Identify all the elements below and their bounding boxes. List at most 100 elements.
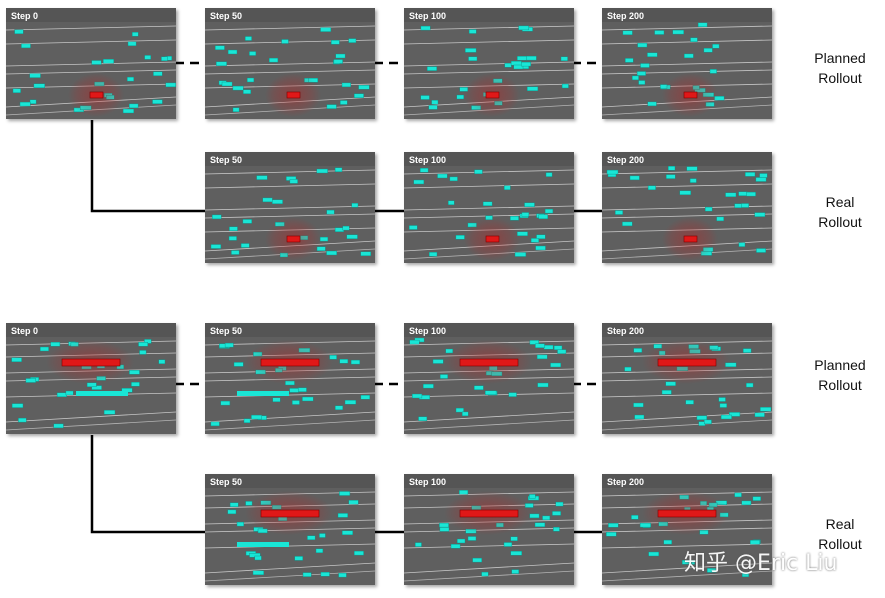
label-real-rollout-2: Real Rollout [800, 514, 880, 554]
cyan-car-icon [536, 354, 548, 360]
red-car-icon [683, 235, 698, 243]
cyan-car-icon [233, 362, 244, 367]
cyan-car-icon [514, 252, 527, 257]
cyan-car-icon [153, 71, 163, 76]
panel-header [205, 8, 375, 22]
panel-step-label: Step 100 [409, 477, 446, 487]
cyan-car-icon [268, 57, 279, 63]
cyan-car-icon [420, 168, 429, 173]
label-line: Rollout [818, 536, 862, 552]
cyan-car-icon [272, 199, 283, 204]
lane-line [403, 61, 575, 67]
cyan-car-icon [360, 394, 370, 400]
cyan-car-icon [319, 533, 326, 538]
lane-line [403, 69, 575, 75]
cyan-car-icon [139, 350, 147, 355]
cyan-car-icon [640, 63, 650, 68]
cyan-car-icon [262, 197, 273, 203]
cyan-car-icon [521, 61, 532, 67]
cyan-car-icon [65, 390, 74, 396]
cyan-car-icon [427, 66, 437, 71]
label-line: Real [825, 516, 855, 532]
cyan-car-icon [665, 174, 676, 179]
cyan-car-icon [339, 491, 351, 496]
cyan-car-icon [455, 235, 465, 240]
panel-step-label: Step 50 [210, 477, 242, 487]
cyan-car-icon [465, 48, 477, 53]
cyan-car-icon [760, 407, 772, 412]
cyan-car-icon [439, 527, 450, 532]
cyan-car-icon [474, 169, 483, 174]
cyan-car-icon [232, 85, 244, 91]
cyan-car-icon [11, 403, 24, 408]
lane-line [5, 69, 177, 75]
cyan-car-icon [236, 521, 245, 527]
cyan-car-icon [131, 382, 140, 387]
cyan-car-icon [91, 385, 102, 390]
cyan-car-icon [462, 411, 469, 417]
lane-line [204, 205, 376, 211]
cyan-car-icon [742, 348, 752, 353]
lane-line [601, 169, 773, 175]
lane-line [204, 213, 376, 219]
panel-header [205, 474, 375, 488]
long-cyan-vehicle [237, 542, 289, 547]
cyan-car-icon [684, 53, 694, 59]
cyan-car-icon [467, 536, 477, 541]
road-edge [5, 419, 177, 431]
lane-line [204, 183, 376, 189]
cyan-car-icon [243, 418, 251, 423]
cyan-car-icon [243, 89, 251, 94]
cyan-car-icon [40, 346, 49, 352]
cyan-car-icon [229, 226, 238, 232]
cyan-car-icon [667, 165, 676, 171]
panel-step-label: Step 50 [210, 326, 242, 336]
cyan-car-icon [256, 175, 268, 180]
cyan-car-icon [457, 538, 466, 544]
cyan-car-icon [420, 25, 431, 31]
cyan-car-icon [231, 250, 240, 255]
red-car-icon [260, 509, 320, 518]
cyan-car-icon [741, 500, 752, 506]
cyan-car-icon [251, 414, 262, 420]
cyan-car-icon [538, 214, 549, 219]
cyan-car-icon [685, 399, 694, 405]
cyan-car-icon [210, 244, 222, 249]
cyan-car-icon [703, 419, 712, 425]
cyan-car-icon [14, 29, 24, 34]
cyan-car-icon [334, 167, 343, 172]
panel-header [6, 8, 176, 22]
cyan-car-icon [11, 357, 22, 362]
cyan-car-icon [338, 572, 347, 578]
cyan-car-icon [686, 166, 698, 171]
lane-line [204, 69, 376, 75]
road-edge [403, 570, 575, 582]
cyan-car-icon [529, 494, 536, 499]
panel-step-label: Step 0 [11, 326, 38, 336]
cyan-car-icon [524, 202, 535, 207]
cyan-car-icon [631, 515, 639, 520]
cyan-car-icon [746, 191, 756, 197]
cyan-car-icon [307, 535, 316, 540]
cyan-car-icon [536, 234, 546, 240]
cyan-car-icon [663, 539, 672, 545]
cyan-car-icon [517, 56, 527, 61]
panel-header [6, 323, 176, 337]
cyan-car-icon [25, 378, 36, 383]
lane-line [403, 205, 575, 211]
panel-step-label: Step 50 [210, 155, 242, 165]
lane-line [601, 61, 773, 67]
cyan-car-icon [622, 30, 633, 35]
cyan-car-icon [333, 59, 343, 64]
scene-panel-step100: Step 100 [403, 474, 575, 585]
road-edge [5, 411, 177, 423]
cyan-car-icon [537, 382, 549, 388]
cyan-car-icon [353, 550, 364, 556]
label-line: Planned [814, 50, 866, 66]
cyan-car-icon [629, 175, 640, 181]
red-car-icon [683, 91, 698, 99]
cyan-car-icon [448, 200, 455, 205]
road-edge [204, 562, 376, 574]
cyan-car-icon [529, 340, 539, 345]
cyan-car-icon [353, 93, 364, 98]
